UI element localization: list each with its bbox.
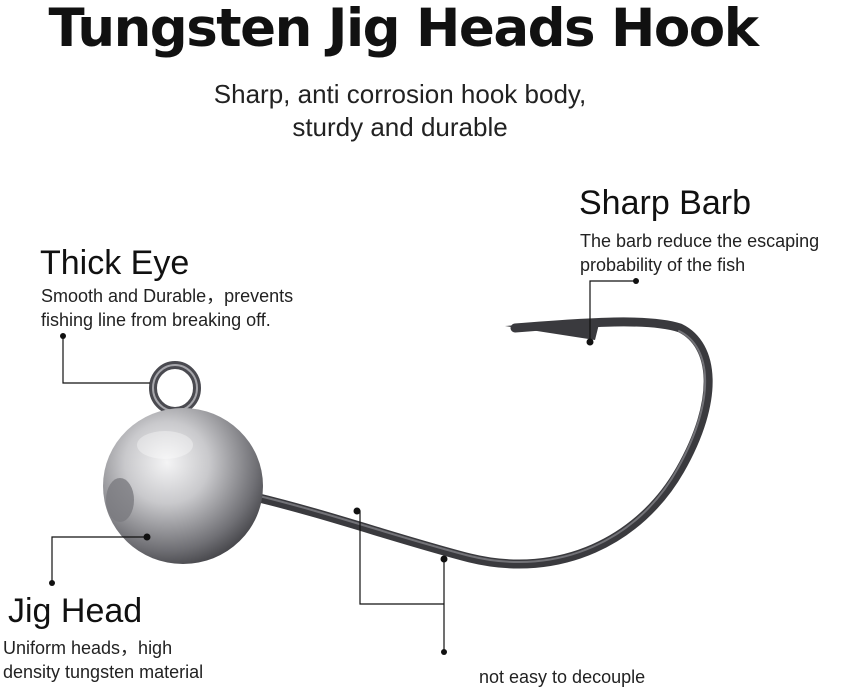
jig-head-heading: Jig Head xyxy=(8,592,143,630)
sharp-barb-desc-1: The barb reduce the escaping xyxy=(580,231,820,251)
leader-dots xyxy=(49,278,639,655)
thick-eye-heading: Thick Eye xyxy=(40,244,190,282)
jig-head-desc-1: Uniform heads，high xyxy=(3,638,173,658)
sharp-barb-desc-2: probability of the fish xyxy=(580,255,746,275)
thick-eye-desc-1: Smooth and Durable，prevents xyxy=(41,286,294,306)
jig-head-desc-2: density tungsten material xyxy=(3,662,204,682)
leader-lines xyxy=(51,280,636,652)
hook-wire xyxy=(250,317,713,569)
eye-ring xyxy=(149,361,201,415)
thick-eye-desc-2: fishing line from breaking off. xyxy=(41,310,271,330)
subtitle-line-2: sturdy and durable xyxy=(292,112,508,142)
tungsten-head xyxy=(103,408,263,564)
subtitle-line-1: Sharp, anti corrosion hook body, xyxy=(213,79,587,109)
sharp-barb-heading: Sharp Barb xyxy=(579,184,751,222)
page-title: Tungsten Jig Heads Hook xyxy=(48,0,759,59)
shank-desc: not easy to decouple xyxy=(479,667,646,687)
